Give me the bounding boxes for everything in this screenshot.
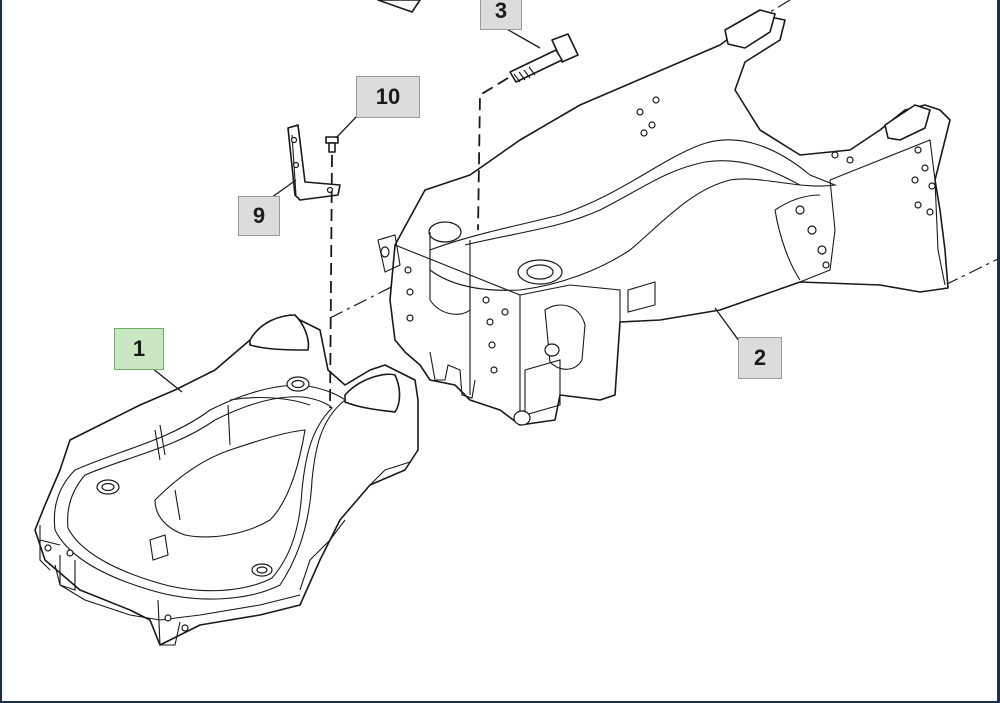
callout-label-10: 10 [356,76,420,118]
bracket-part-9 [287,124,341,201]
callout-label-3: 3 [480,0,522,30]
callout-label-1[interactable]: 1 [114,328,164,370]
callout-label-9: 9 [238,196,280,236]
leader-line-1 [151,367,183,393]
leader-line-2 [714,307,743,346]
front-support-part-1 [34,314,419,646]
leader-line-3 [504,27,541,49]
leader-line-10 [335,114,359,139]
assembly-line-bolt [477,77,509,231]
assembly-line-bracket [329,154,333,409]
screw-part-10 [325,136,339,153]
callout-label-2: 2 [738,337,782,379]
bolt-part-3 [509,33,579,83]
main-frame-part-2 [377,9,951,426]
partial-part-top [377,0,421,13]
